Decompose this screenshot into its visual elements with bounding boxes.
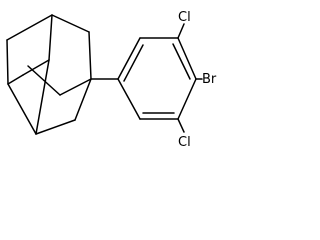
cage-bond: [6, 39, 9, 85]
molecule-structure: Cl Br Cl: [6, 10, 217, 150]
ring-bond: [117, 37, 141, 80]
adamantane-cage: [6, 14, 92, 135]
chlorine-top-label: Cl: [178, 10, 191, 25]
cage-bond: [7, 74, 24, 85]
cage-bond: [48, 14, 53, 61]
ring-double-bond: [172, 43, 191, 80]
ring-bond: [177, 37, 197, 80]
bromine-label: Br: [202, 72, 217, 87]
cage-bond: [35, 59, 50, 135]
cage-bond: [59, 78, 92, 96]
cage-bond: [88, 31, 92, 80]
cage-bond: [51, 14, 90, 33]
cage-bond: [74, 78, 92, 121]
cage-bond: [7, 83, 37, 135]
cage-bond: [35, 119, 76, 135]
chlorine-bottom-label: Cl: [178, 135, 191, 150]
ring-bond: [117, 78, 141, 120]
benzene-ring: [117, 37, 197, 120]
c-cl-bond-top: [177, 23, 185, 39]
cage-bond: [6, 14, 53, 41]
cage-bond: [22, 59, 50, 76]
c-cl-bond-bottom: [177, 118, 185, 133]
cage-bond: [27, 65, 61, 96]
ring-double-bond: [123, 44, 144, 82]
ring-bond: [177, 78, 197, 120]
